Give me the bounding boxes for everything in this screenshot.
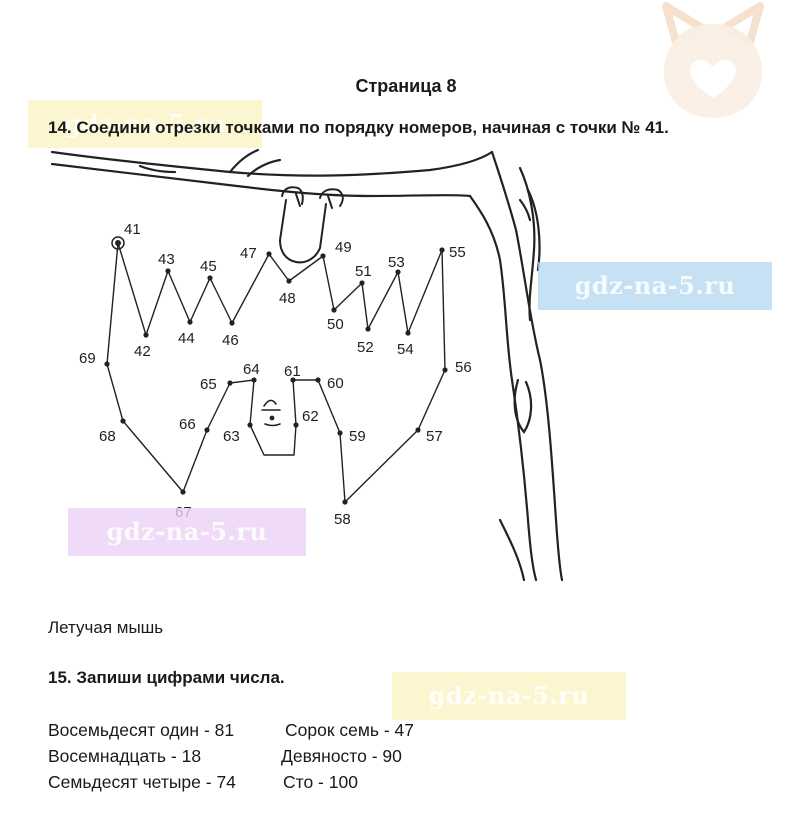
answer-row-2-right: Девяносто - 90 [281,746,402,766]
dot-label: 65 [200,376,217,393]
dot-label: 68 [99,428,116,445]
dots [104,236,448,505]
dot-labels: 41 42 43 44 45 46 47 48 49 50 51 52 53 5… [79,221,472,528]
dot-label: 43 [158,251,175,268]
dot-label: 48 [279,290,296,307]
dot-label: 61 [284,363,301,380]
answer-row-1-right: Сорок семь - 47 [285,720,415,740]
dot-label: 42 [134,343,151,360]
dot-label: 57 [426,428,443,445]
dot-label: 44 [178,330,195,347]
dot-label: 47 [240,245,257,262]
dot-label: 46 [222,332,239,349]
dot-label: 51 [355,263,372,280]
bat-feet [279,186,344,264]
dot-label: 41 [124,221,141,238]
dot-label: 69 [79,350,96,367]
dot-label: 66 [179,416,196,433]
dot-label: 63 [223,428,240,445]
answer-row-3-right: Сто - 100 [283,772,358,792]
dot-label: 49 [335,239,352,256]
answer-row-3-left: Семьдесят четыре - 74 [48,772,236,792]
page-title: Страница 8 [355,76,457,96]
dot-label: 56 [455,359,472,376]
dot-label: 58 [334,511,351,528]
watermark: gdz-na-5.ru [28,100,262,148]
dot-label: 52 [357,339,374,356]
answer-row-1-left: Восемьдесят один - 81 [48,720,235,740]
dot-label: 50 [327,316,344,333]
bat-outline [106,242,446,503]
watermark: gdz-na-5.ru [538,262,772,310]
dot-label: 64 [243,361,260,378]
dot-label: 55 [449,244,466,261]
dot-label: 53 [388,254,405,271]
drawing-caption: Летучая мышь [48,618,164,637]
task-15-title: 15. Запиши цифрами числа. [48,668,285,687]
tree-trunk [468,150,564,582]
dot-label: 54 [397,341,414,358]
dot-label: 59 [349,428,366,445]
watermark: gdz-na-5.ru [68,508,306,556]
dot-label: 45 [200,258,217,275]
fox-logo-icon [662,2,764,118]
dot-label: 62 [302,408,319,425]
watermark: gdz-na-5.ru [392,672,626,720]
answer-row-2-left: Восемнадцать - 18 [48,746,202,766]
dot-label: 60 [327,375,344,392]
task-14-title: 14. Соедини отрезки точками по порядку н… [48,118,669,137]
tree-branch [50,148,494,198]
bat-face [261,399,281,427]
